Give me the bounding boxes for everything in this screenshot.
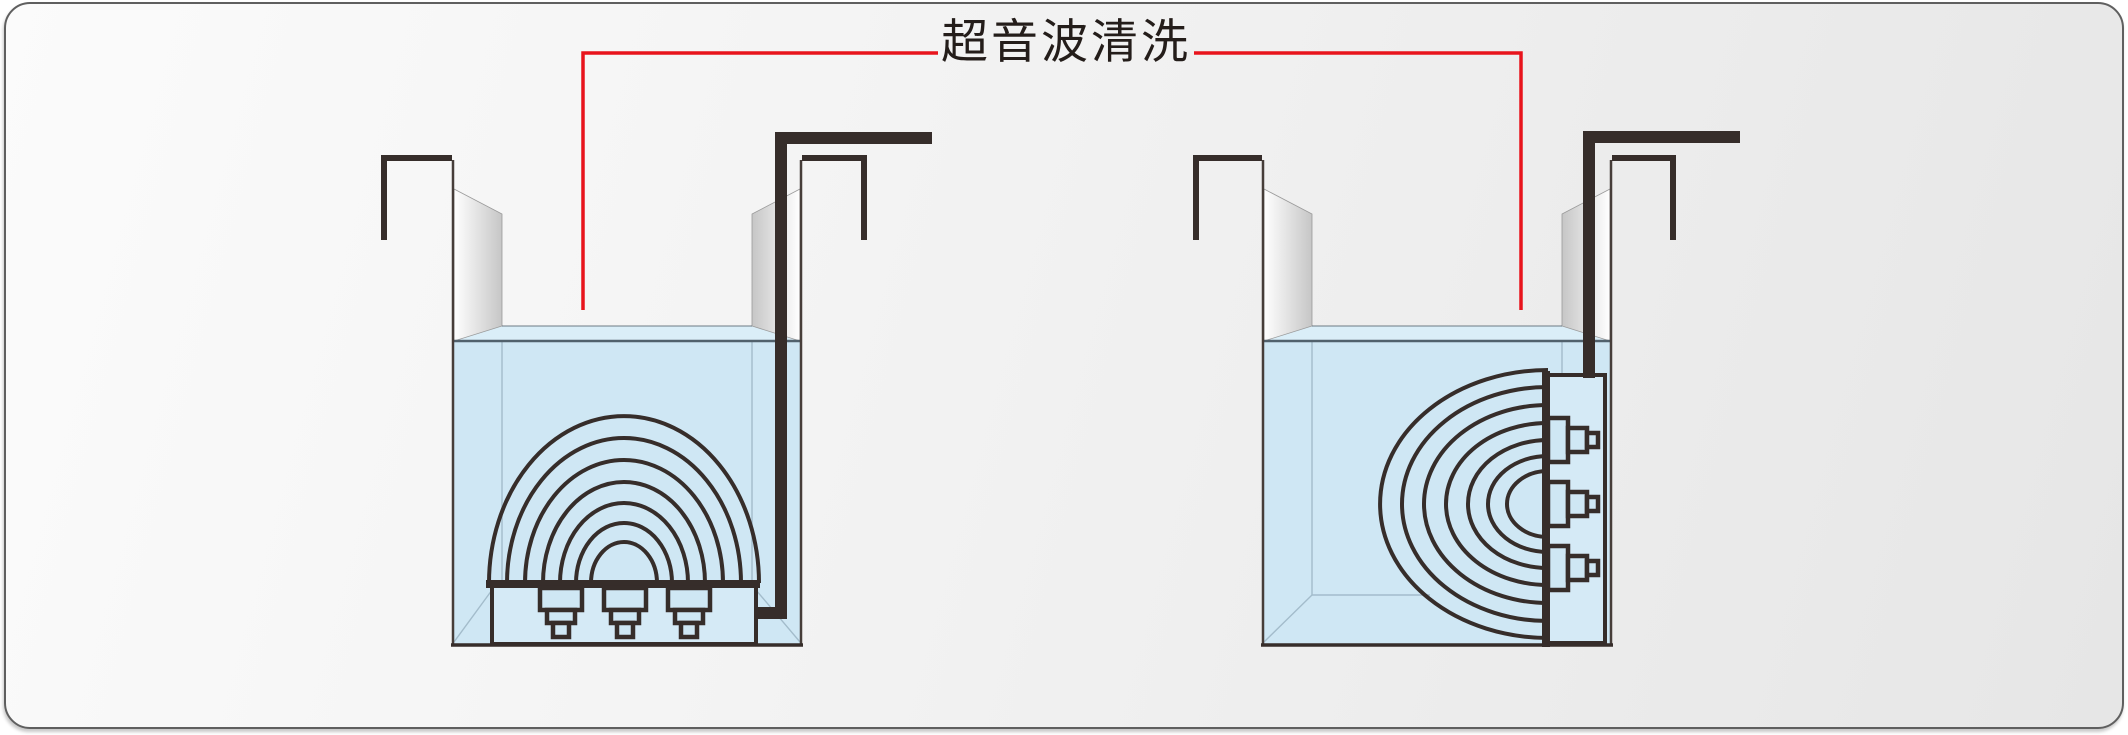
hanger-bracket-right [1612,155,1676,240]
transducer-step-3 [1584,494,1601,514]
transducer-icon [601,585,649,640]
wave-arc [1378,368,1549,640]
tank-inner-wall-left-face [1263,188,1313,342]
wave-arc [589,540,659,584]
tank-side-transducers-diagram [1193,131,1740,647]
tank-bottom-transducers-diagram [381,132,932,647]
transducer-step-1 [1545,543,1571,593]
transducer-icon [1545,479,1601,529]
wave-arc [523,458,725,584]
transducer-step-1 [1545,415,1571,465]
transducer-step-1 [665,585,713,613]
ultrasonic-wave-arcs [487,414,761,584]
transducer-icon [1545,415,1601,465]
callout-line-left [581,51,938,310]
wave-arc [1400,385,1549,623]
hanger-bracket-left [381,155,452,240]
wave-arc [487,414,761,584]
power-cable [1583,131,1740,378]
transducer-step-3 [1584,430,1601,450]
water-body [452,326,802,644]
transducer-step-3 [614,620,636,640]
transducer-step-2 [1565,553,1590,583]
diagram-title-label: 超音波清洗 [941,17,1191,69]
wave-arc [1444,421,1549,587]
power-cable [756,132,932,619]
tank-inner-wall-left-face [453,188,503,342]
wave-arc [558,501,690,584]
transducer-icon [1545,543,1601,593]
wave-arc [541,480,707,584]
transducer-step-3 [1584,558,1601,578]
hanger-bracket-left [1193,155,1262,240]
callout-line-right [1194,51,1523,310]
transducer-step-1 [1545,479,1571,529]
rounded-background-panel [4,2,2124,729]
wave-arc [1505,469,1549,539]
transducer-icon [665,585,713,640]
transducer-step-3 [678,620,700,640]
wave-arc [1422,403,1549,605]
callout-connector [581,51,1523,310]
transducer-step-2 [1565,489,1590,519]
wave-arc [505,436,743,584]
wave-arc [1486,454,1549,554]
water-surface-plane [452,326,802,341]
bottom-corner-bevel [453,589,493,643]
transducer-step-1 [601,585,649,613]
transducer-step-3 [550,620,572,640]
ultrasonic-wave-arcs [1378,368,1549,640]
bottom-corner-bevel [1263,594,1313,643]
transducer-step-2 [1565,425,1590,455]
water-surface-plane [1262,326,1612,341]
transducer-step-1 [537,585,585,613]
hanger-bracket-right [802,155,867,240]
wave-arc [574,521,674,584]
transducer-icon [537,585,585,640]
wave-arc [1466,438,1549,570]
